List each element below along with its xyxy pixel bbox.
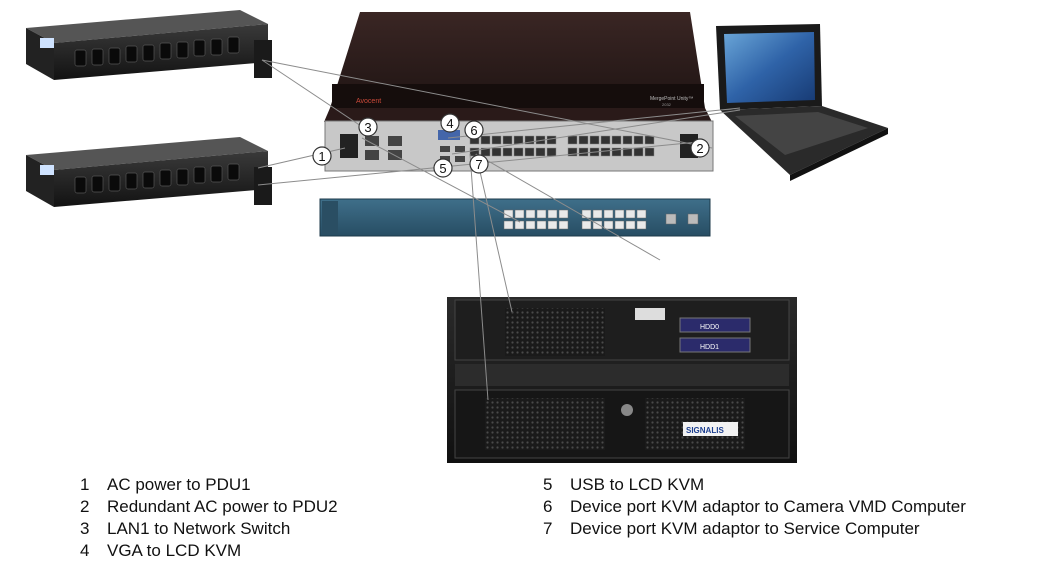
legend-item-2: 2 Redundant AC power to PDU2: [80, 496, 500, 518]
pdu-display-icon: [40, 38, 54, 48]
server-brand-label: SIGNALIS: [686, 426, 724, 435]
lock-icon: [621, 404, 633, 416]
legend-text: AC power to PDU1: [107, 475, 251, 494]
legend-item-3: 3 LAN1 to Network Switch: [80, 518, 500, 540]
network-switch: [319, 198, 711, 237]
device-brand-label: Avocent: [356, 98, 381, 105]
svg-text:5: 5: [439, 161, 446, 176]
legend-text: USB to LCD KVM: [570, 475, 705, 494]
legend-text: VGA to LCD KVM: [107, 541, 242, 560]
callout-2: 2: [690, 138, 710, 158]
legend-text: Device port KVM adaptor to Camera VMD Co…: [570, 497, 966, 516]
legend-item-1: 1 AC power to PDU1: [80, 474, 500, 496]
svg-text:3: 3: [364, 120, 371, 135]
legend-number: 3: [80, 519, 90, 538]
drive-label-hdd1: HDD1: [700, 344, 719, 351]
server-rack: HDD0 HDD1 SIGNALIS: [447, 297, 797, 463]
legend-text: Redundant AC power to PDU2: [107, 497, 338, 516]
legend-item-6: 6 Device port KVM adaptor to Camera VMD …: [543, 496, 1023, 518]
legend-left-column: 1 AC power to PDU1 2 Redundant AC power …: [80, 474, 500, 562]
legend-number: 6: [543, 497, 553, 516]
drive-label-hdd0: HDD0: [700, 324, 719, 331]
legend-number: 5: [543, 475, 553, 494]
device-model-number: 2032: [662, 102, 672, 107]
svg-text:1: 1: [318, 149, 325, 164]
legend-item-5: 5 USB to LCD KVM: [543, 474, 1023, 496]
callout-1: 1: [312, 146, 332, 166]
legend-right-column: 5 USB to LCD KVM 6 Device port KVM adapt…: [543, 474, 1023, 540]
legend-item-4: 4 VGA to LCD KVM: [80, 540, 500, 562]
legend-number: 4: [80, 541, 90, 560]
connection-lines: [257, 59, 741, 401]
callout-7: 7: [469, 154, 489, 174]
svg-text:7: 7: [475, 157, 482, 172]
pdu-2: [26, 137, 272, 207]
lcd-kvm-console: [716, 24, 888, 181]
pdu-1: [26, 10, 272, 80]
connection-diagram: Avocent MergePoint Unity™ 2032: [26, 10, 888, 463]
device-model-label: MergePoint Unity™: [650, 96, 693, 102]
svg-text:2: 2: [696, 141, 703, 156]
kvm-appliance: Avocent MergePoint Unity™ 2032: [324, 12, 714, 172]
legend-item-7: 7 Device port KVM adaptor to Service Com…: [543, 518, 1023, 540]
callout-4: 4: [440, 113, 460, 133]
svg-text:4: 4: [446, 116, 453, 131]
callout-6: 6: [464, 120, 484, 140]
callout-5: 5: [433, 158, 453, 178]
legend-number: 1: [80, 475, 90, 494]
legend-text: LAN1 to Network Switch: [107, 519, 291, 538]
ac-inlet-icon: [340, 134, 358, 158]
legend-text: Device port KVM adaptor to Service Compu…: [570, 519, 920, 538]
pdu-display-icon: [40, 165, 54, 175]
callout-3: 3: [358, 117, 378, 137]
svg-text:6: 6: [470, 123, 477, 138]
legend-number: 2: [80, 497, 90, 516]
legend-number: 7: [543, 519, 553, 538]
